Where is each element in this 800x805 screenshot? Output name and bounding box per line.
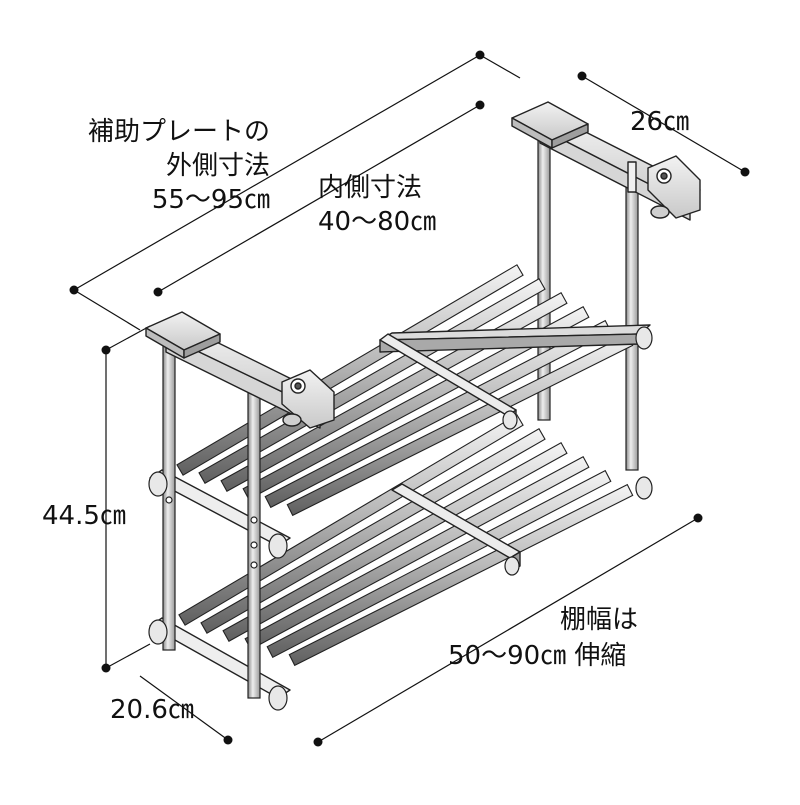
dim-depth-top <box>581 75 746 173</box>
label-inner-title: 内側寸法 <box>318 173 423 203</box>
upper-shelf-rod <box>264 319 612 509</box>
label-shelf-width-title: 棚幅は <box>560 605 639 635</box>
rod-end-caps <box>148 326 653 711</box>
front-posts <box>162 329 261 699</box>
dim-height-top-ext <box>105 325 151 351</box>
upper-shelf-frame <box>379 324 651 429</box>
label-inner-value: 40〜80㎝ <box>318 207 437 237</box>
right-hanger <box>511 101 701 221</box>
dim-inner <box>157 104 481 293</box>
dim-outer-plate-right-ext <box>479 54 521 79</box>
dim-depth-bottom <box>139 675 229 741</box>
label-depth-top: 26㎝ <box>630 107 690 137</box>
upper-shelf-rod <box>198 278 546 484</box>
left-hanger <box>145 311 335 429</box>
dim-height-bottom-ext <box>105 643 151 669</box>
dimension-lines <box>73 54 746 743</box>
label-depth-bottom: 20.6㎝ <box>110 695 194 725</box>
label-height: 44.5㎝ <box>42 501 126 531</box>
label-shelf-width-value: 50〜90㎝ 伸縮 <box>448 641 627 671</box>
label-outer-plate-title-1: 補助プレートの <box>87 117 270 147</box>
dim-outer-plate-left-ext <box>73 289 141 331</box>
dim-outer-plate <box>73 54 481 291</box>
upper-shelf-rod <box>242 305 590 501</box>
label-outer-plate-value: 55〜95㎝ <box>151 185 270 215</box>
dim-shelf-width <box>317 517 699 743</box>
lower-shelf-rods <box>178 414 634 667</box>
dimension-dots <box>69 50 750 747</box>
upper-shelf-rods <box>176 264 634 517</box>
label-outer-plate-title-2: 外側寸法 <box>165 151 270 181</box>
